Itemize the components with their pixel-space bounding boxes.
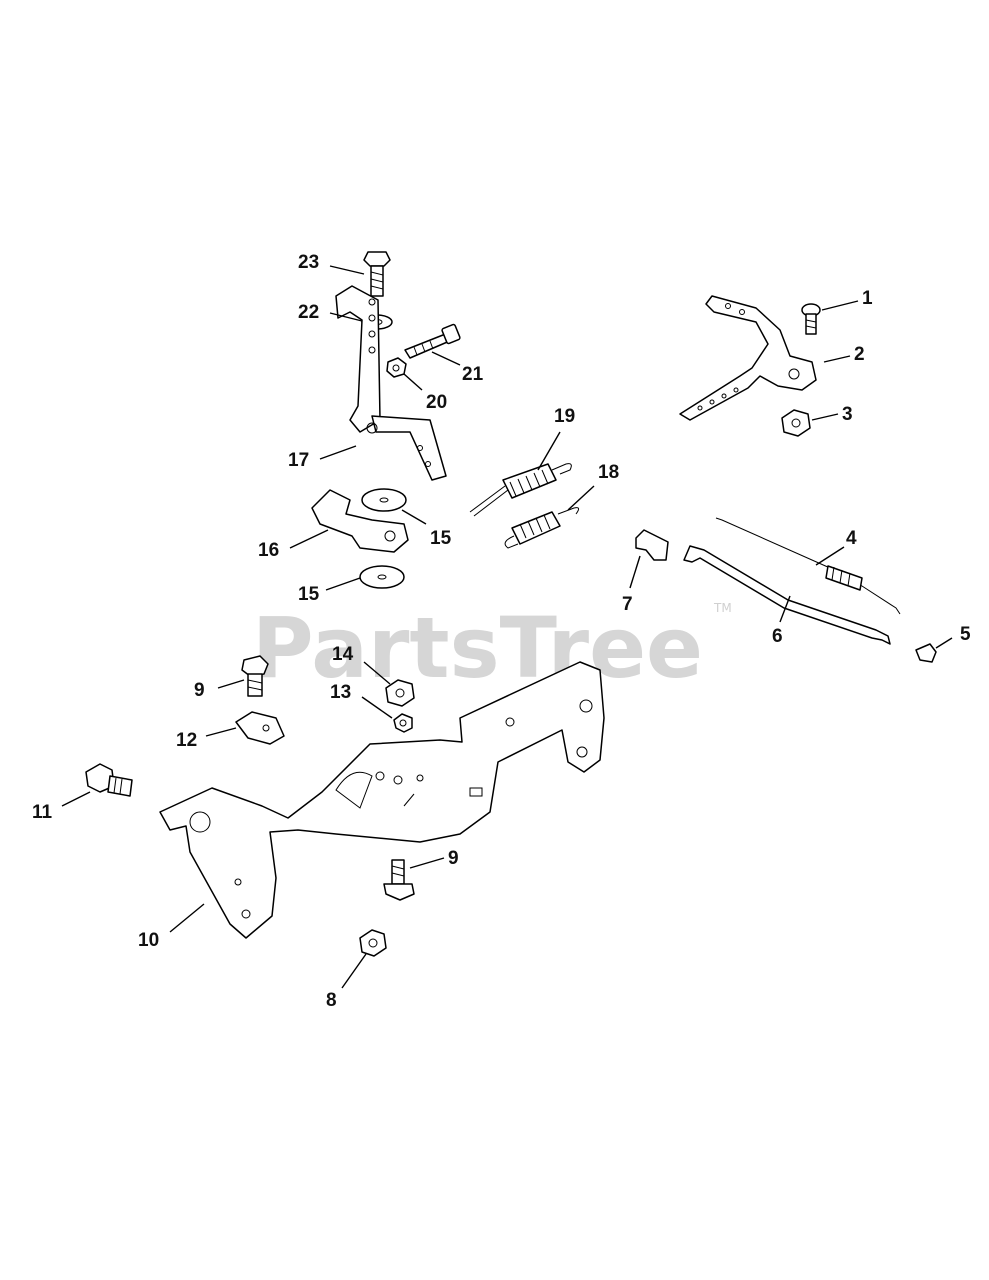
callout-4: 4 <box>846 528 857 549</box>
part-nut-20 <box>386 357 407 378</box>
callout-13: 13 <box>330 682 351 703</box>
callout-15-upper: 15 <box>430 528 452 549</box>
callout-8: 8 <box>326 990 337 1011</box>
part-bolt-11 <box>85 763 133 797</box>
part-cable-4 <box>715 517 901 615</box>
part-clip-5 <box>915 643 937 663</box>
watermark-text: PartsTree <box>252 599 703 697</box>
part-bracket-16 <box>311 489 409 553</box>
part-bolt-9b <box>383 859 415 901</box>
callout-3: 3 <box>842 404 853 425</box>
part-rod-6 <box>683 545 891 645</box>
part-spring-18 <box>504 507 580 549</box>
callout-20: 20 <box>426 392 447 413</box>
callout-15-lower: 15 <box>298 584 320 605</box>
part-nut-14 <box>385 679 415 707</box>
callout-11: 11 <box>32 802 53 823</box>
part-lever-17 <box>335 285 447 481</box>
callout-9-lower: 9 <box>448 848 459 869</box>
part-clip-7 <box>635 529 669 561</box>
part-bracket-10 <box>159 661 605 939</box>
callout-17: 17 <box>288 450 309 471</box>
callout-1: 1 <box>862 288 873 309</box>
callout-5: 5 <box>960 624 971 645</box>
part-nut-3 <box>781 409 811 437</box>
callout-18: 18 <box>598 462 619 483</box>
part-washer-15b <box>359 565 405 589</box>
callout-19: 19 <box>554 406 575 427</box>
callout-14: 14 <box>332 644 354 665</box>
callout-12: 12 <box>176 730 197 751</box>
leader-lines <box>61 265 953 989</box>
callout-9-upper: 9 <box>194 680 205 701</box>
callout-23: 23 <box>298 252 319 273</box>
callout-7: 7 <box>622 594 633 615</box>
callout-21: 21 <box>462 364 484 385</box>
callout-10: 10 <box>138 930 159 951</box>
part-clip-12 <box>235 711 285 745</box>
callout-labels: 1 2 3 4 5 6 7 8 9 9 10 11 12 13 14 15 15… <box>32 252 971 1011</box>
part-spring-19 <box>469 463 572 517</box>
part-screw-1 <box>801 303 821 335</box>
part-nut-8 <box>359 929 387 957</box>
part-bolt-23 <box>363 251 391 297</box>
callout-22: 22 <box>298 302 319 323</box>
watermark-trademark: TM <box>713 601 732 615</box>
part-bolt-9a <box>241 655 269 697</box>
part-washer-15a <box>361 488 407 512</box>
part-screw-21 <box>404 323 461 359</box>
part-bracket-2 <box>679 295 817 421</box>
callout-16: 16 <box>258 540 279 561</box>
part-nut-13 <box>393 713 413 733</box>
callout-2: 2 <box>854 344 865 365</box>
callout-6: 6 <box>772 626 783 647</box>
